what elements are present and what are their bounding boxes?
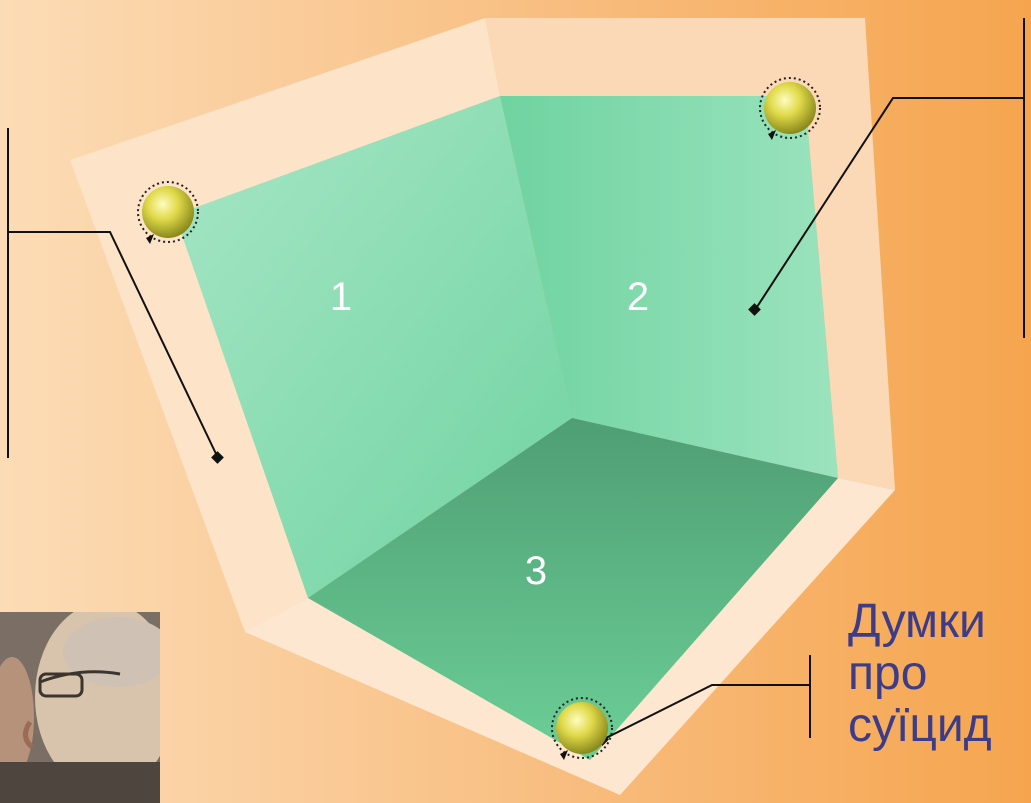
callout-line-2: про — [848, 648, 1031, 700]
face-label-2: 2 — [627, 275, 649, 319]
callout-line-1: Думки — [848, 596, 1031, 648]
callout-line-3: суїцид — [848, 700, 1031, 752]
suicidal-thoughts-label: Думки про суїцид — [848, 596, 1031, 752]
face-label-3: 3 — [525, 549, 547, 593]
photo-image — [0, 612, 160, 803]
face-label-1: 1 — [330, 275, 352, 319]
faces-photo-illustration — [0, 612, 160, 803]
